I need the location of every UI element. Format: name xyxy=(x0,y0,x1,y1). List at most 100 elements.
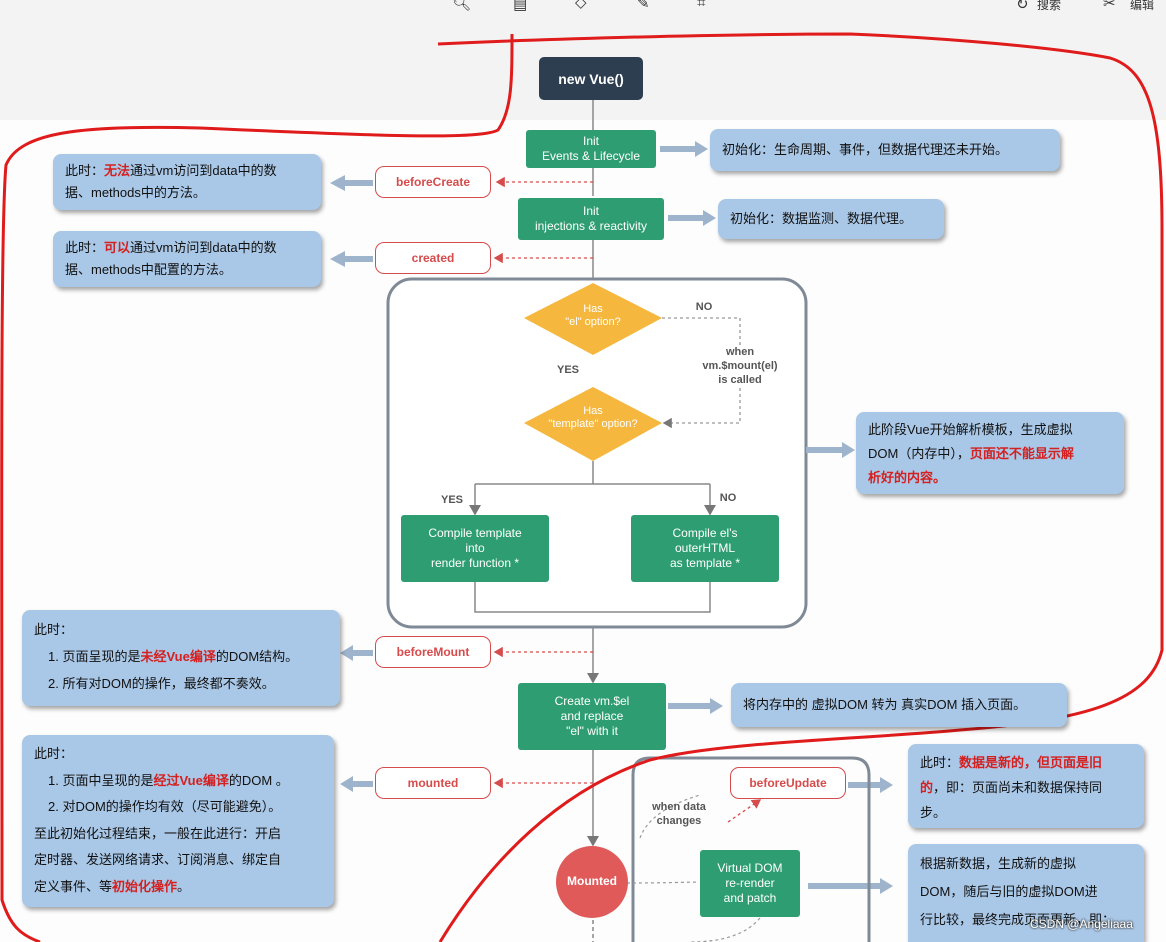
compile-template-box: Compile template into render function * xyxy=(401,515,549,582)
yes-label-1: YES xyxy=(556,364,579,376)
note-mounted-line2b: 的DOM 。 xyxy=(228,772,289,788)
pen-icon[interactable]: ✎ xyxy=(637,0,650,12)
note-before-mount-line3: 2. 所有对DOM的操作，最终都不奏效。 xyxy=(48,676,275,691)
note-before-mount-line1: 此时： xyxy=(34,622,74,637)
hook-before-update: beforeUpdate xyxy=(730,767,846,799)
note-before-update-line2: 的，即：页面尚未和数据保持同 xyxy=(920,775,1132,800)
init-injections-box: Init injections & reactivity xyxy=(518,198,664,240)
init-injections-line1: Init xyxy=(582,204,599,218)
no-label-2: NO xyxy=(719,492,737,504)
no-label-1: NO xyxy=(695,301,713,313)
search-toggle-icon: ↻ xyxy=(1016,0,1029,13)
note-virtual-dom-line1: 根据新数据，生成新的虚拟 xyxy=(920,856,1077,871)
note-mounted-line6a: 定义事件、等 xyxy=(34,878,113,894)
clipboard-icon[interactable]: ▤ xyxy=(513,0,528,13)
note-before-create-red: 无法 xyxy=(104,163,131,178)
note-mounted-line6b: 。 xyxy=(177,878,191,894)
note-before-create-rest: 通过vm访问到data中的数 xyxy=(130,163,277,178)
note-created: 此时：可以通过vm访问到data中的数 据、methods中配置的方法。 xyxy=(53,231,321,287)
note-template-phase: 此阶段Vue开始解析模板，生成虚拟 DOM（内存中），页面还不能显示解 析好的内… xyxy=(856,412,1124,494)
when-data-changes-label: when data changes xyxy=(640,800,718,828)
note-template-phase-line3: 析好的内容。 xyxy=(868,470,947,485)
note-mounted: 此时： 1. 页面中呈现的是经过Vue编译的DOM 。 2. 对DOM的操作均有… xyxy=(22,735,334,907)
new-vue-box: new Vue() xyxy=(539,57,643,100)
hook-before-mount: beforeMount xyxy=(375,636,491,668)
note-virtual-dom-line3: 行比较，最终完成页面更新，即： xyxy=(920,912,1116,927)
note-before-create-prefix: 此时： xyxy=(65,163,105,178)
compile-el-line1: Compile el's xyxy=(672,526,738,540)
note-template-phase-line2: DOM（内存中），页面还不能显示解 xyxy=(868,442,1112,466)
update-dash-4 xyxy=(689,917,761,942)
compile-template-line2: into xyxy=(465,541,485,555)
note-created-prefix: 此时： xyxy=(65,240,105,255)
when-mount-line1: when xyxy=(725,346,755,358)
note-template-phase-line2red: 页面还不能显示解 xyxy=(969,446,1074,461)
note-init-injections: 初始化：数据监测、数据代理。 xyxy=(718,199,944,239)
note-create-el: 将内存中的 虚拟DOM 转为 真实DOM 插入页面。 xyxy=(731,683,1067,727)
hook-mounted: mounted xyxy=(375,767,491,799)
virtual-dom-box: Virtual DOM re-render and patch xyxy=(700,850,800,917)
note-mounted-line6red: 初始化操作 xyxy=(112,878,178,894)
hook-created: created xyxy=(375,242,491,274)
crop-icon[interactable]: ⌗ xyxy=(697,0,706,11)
note-before-create: 此时：无法通过vm访问到data中的数 据、methods中的方法。 xyxy=(53,154,321,210)
note-mounted-line4: 至此初始化过程结束，一般在此进行：开启 xyxy=(34,825,282,841)
note-before-update-line2b: ，即：页面尚未和数据保持同 xyxy=(933,780,1103,795)
mounted-circle xyxy=(556,846,628,918)
note-mounted-line3: 2. 对DOM的操作均有效（尽可能避免）。 xyxy=(48,799,282,814)
note-created-line2: 据、methods中配置的方法。 xyxy=(65,262,232,277)
note-before-mount-line2: 1. 页面呈现的是未经Vue编译的DOM结构。 xyxy=(34,643,328,670)
diamond-icon[interactable]: ◇ xyxy=(575,0,587,11)
marker-outline-top xyxy=(437,32,1164,942)
create-el-line2: and replace xyxy=(560,709,624,723)
hook-before-create: beforeCreate xyxy=(375,166,491,198)
has-template-line2: "template" option? xyxy=(548,418,638,430)
note-before-create-line1: 此时：无法通过vm访问到data中的数 xyxy=(65,160,309,182)
has-template-label: Has "template" option? xyxy=(528,405,658,431)
diamond-has-template xyxy=(524,387,662,461)
has-el-line1: Has xyxy=(583,303,603,315)
note-mounted-line6: 定义事件、等初始化操作。 xyxy=(34,874,322,901)
note-before-create-line2: 据、methods中的方法。 xyxy=(65,185,206,200)
init-events-box: Init Events & Lifecycle xyxy=(526,130,656,168)
note-before-update-red1: 数据是新的，但页面是旧 xyxy=(959,755,1103,770)
note-mounted-line2a: 1. 页面中呈现的是 xyxy=(48,772,154,788)
note-before-mount-line2red: 未经Vue编译 xyxy=(140,649,216,664)
update-frame xyxy=(631,756,871,942)
note-created-line1: 此时：可以通过vm访问到data中的数 xyxy=(65,237,309,259)
search-label[interactable]: 搜索 xyxy=(1037,0,1062,12)
create-el-line1: Create vm.$el xyxy=(554,694,630,708)
note-mounted-line2red: 经过Vue编译 xyxy=(153,772,229,788)
virtual-dom-line3: and patch xyxy=(723,891,777,905)
note-before-mount-line2a: 1. 页面呈现的是 xyxy=(48,649,141,664)
compile-template-line3: render function * xyxy=(430,556,520,570)
note-virtual-dom: 根据新数据，生成新的虚拟 DOM，随后与旧的虚拟DOM进 行比较，最终完成页面更… xyxy=(908,844,1144,942)
note-mounted-line2: 1. 页面中呈现的是经过Vue编译的DOM 。 xyxy=(34,768,322,795)
when-mount-label: when vm.$mount(el) is called xyxy=(688,345,792,387)
compile-el-line2: outerHTML xyxy=(674,541,736,555)
update-dash-2 xyxy=(727,799,762,823)
edit-label[interactable]: 编辑 xyxy=(1130,0,1155,12)
note-before-update-red2: 的 xyxy=(920,780,934,795)
note-template-phase-line2a: DOM（内存中）， xyxy=(868,446,970,461)
init-injections-line2: injections & reactivity xyxy=(534,219,648,233)
virtual-dom-line1: Virtual DOM xyxy=(717,861,783,875)
merge-line xyxy=(474,582,711,613)
no-dash-2 xyxy=(662,388,741,429)
note-before-update: 此时：数据是新的，但页面是旧 的，即：页面尚未和数据保持同 步。 xyxy=(908,744,1144,828)
create-el-box: Create vm.$el and replace "el" with it xyxy=(518,683,666,750)
watermark: CSDN @Angeliaaa xyxy=(1030,917,1133,931)
marker-outline-left xyxy=(0,33,514,942)
no-dash-1 xyxy=(662,317,741,345)
create-el-line3: "el" with it xyxy=(566,724,618,738)
mounted-circle-label: Mounted xyxy=(567,874,617,888)
note-mounted-line5: 定时器、发送网络请求、订阅消息、绑定自 xyxy=(34,852,282,867)
note-mounted-line1: 此时： xyxy=(34,746,74,761)
update-dash-3 xyxy=(626,881,699,884)
search-icon[interactable]: 🔍︎ xyxy=(452,0,472,12)
note-before-mount: 此时： 1. 页面呈现的是未经Vue编译的DOM结构。 2. 所有对DOM的操作… xyxy=(22,610,340,706)
when-mount-line2: vm.$mount(el) xyxy=(702,360,778,372)
init-events-line1: Init xyxy=(582,134,599,148)
has-el-label: Has "el" option? xyxy=(543,303,643,329)
